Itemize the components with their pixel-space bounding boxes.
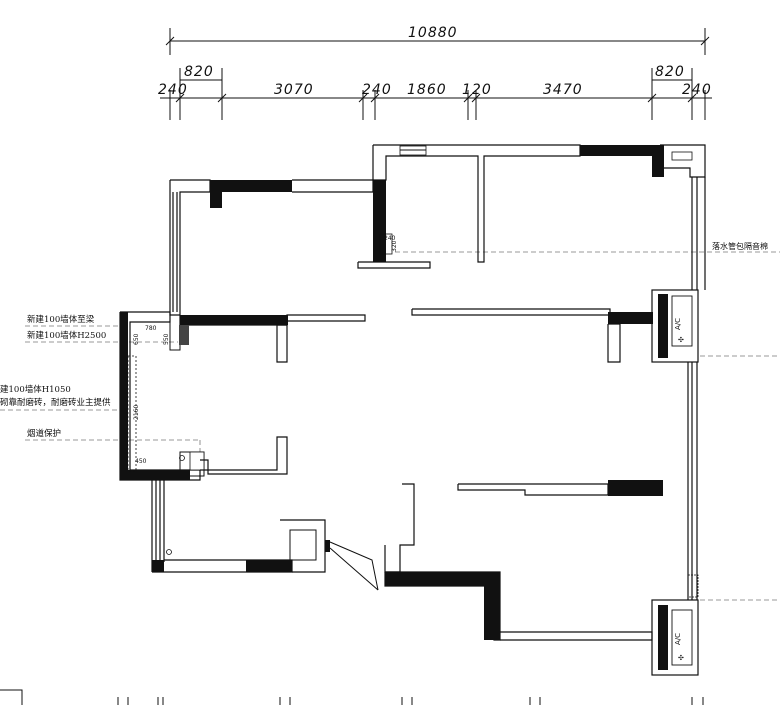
dimension-labels: 10880 820 820 240 3070 240 1860 120 3470… bbox=[158, 25, 712, 98]
ac-label-lower: A/C bbox=[674, 633, 682, 645]
room-bottom-center bbox=[384, 483, 653, 641]
dim-240-label: 240 bbox=[384, 235, 396, 242]
note-flue-protection: 烟道保护 bbox=[27, 429, 62, 439]
dim-320-label: 320 bbox=[391, 240, 398, 252]
note-drainpipe-insulation: 落水管包隔音棉 bbox=[712, 242, 768, 251]
dim-550-label: 550 bbox=[163, 333, 170, 345]
dim-lower-4: 1860 bbox=[407, 82, 447, 98]
note-wall-h2500: 新建100墙体H2500 bbox=[27, 331, 107, 341]
dim-total: 10880 bbox=[408, 25, 458, 41]
note-wall-to-beam: 新建100墙体至梁 bbox=[27, 315, 95, 325]
dim-lower-3: 240 bbox=[362, 82, 392, 98]
middle-walls bbox=[169, 308, 653, 363]
note-wall-h1050: 建100墙体H1050 bbox=[0, 385, 71, 395]
dim-lower-5: 120 bbox=[462, 82, 492, 98]
dim-780-label: 780 bbox=[145, 325, 157, 332]
room-top-center: 240 320 bbox=[372, 144, 706, 290]
room-right: A/C ✣ A/C ✣ bbox=[457, 289, 699, 676]
room-bottom-left bbox=[151, 480, 379, 591]
room-top-left bbox=[169, 179, 431, 316]
fan-icon-lower: ✣ bbox=[678, 654, 684, 662]
bottom-ticks bbox=[0, 689, 704, 705]
fan-icon-upper: ✣ bbox=[678, 336, 684, 344]
ac-label-upper: A/C bbox=[674, 318, 682, 330]
room-left-kitchen: 780 650 550 2160 450 bbox=[119, 311, 288, 481]
dimension-lines bbox=[160, 28, 712, 120]
dim-upper-right: 820 bbox=[655, 64, 685, 80]
note-wear-tiles: 砌靠耐磨砖，耐磨砖业主提供 bbox=[0, 398, 111, 408]
note-leaders bbox=[0, 251, 780, 601]
dim-450-label: 450 bbox=[135, 458, 147, 465]
dim-upper-left: 820 bbox=[184, 64, 214, 80]
dim-2160-label: 2160 bbox=[133, 405, 140, 420]
dim-lower-7: 240 bbox=[682, 82, 712, 98]
dim-650-label: 650 bbox=[133, 333, 140, 345]
dim-lower-6: 3470 bbox=[543, 82, 583, 98]
dim-lower-1: 240 bbox=[158, 82, 188, 98]
dim-lower-2: 3070 bbox=[274, 82, 314, 98]
